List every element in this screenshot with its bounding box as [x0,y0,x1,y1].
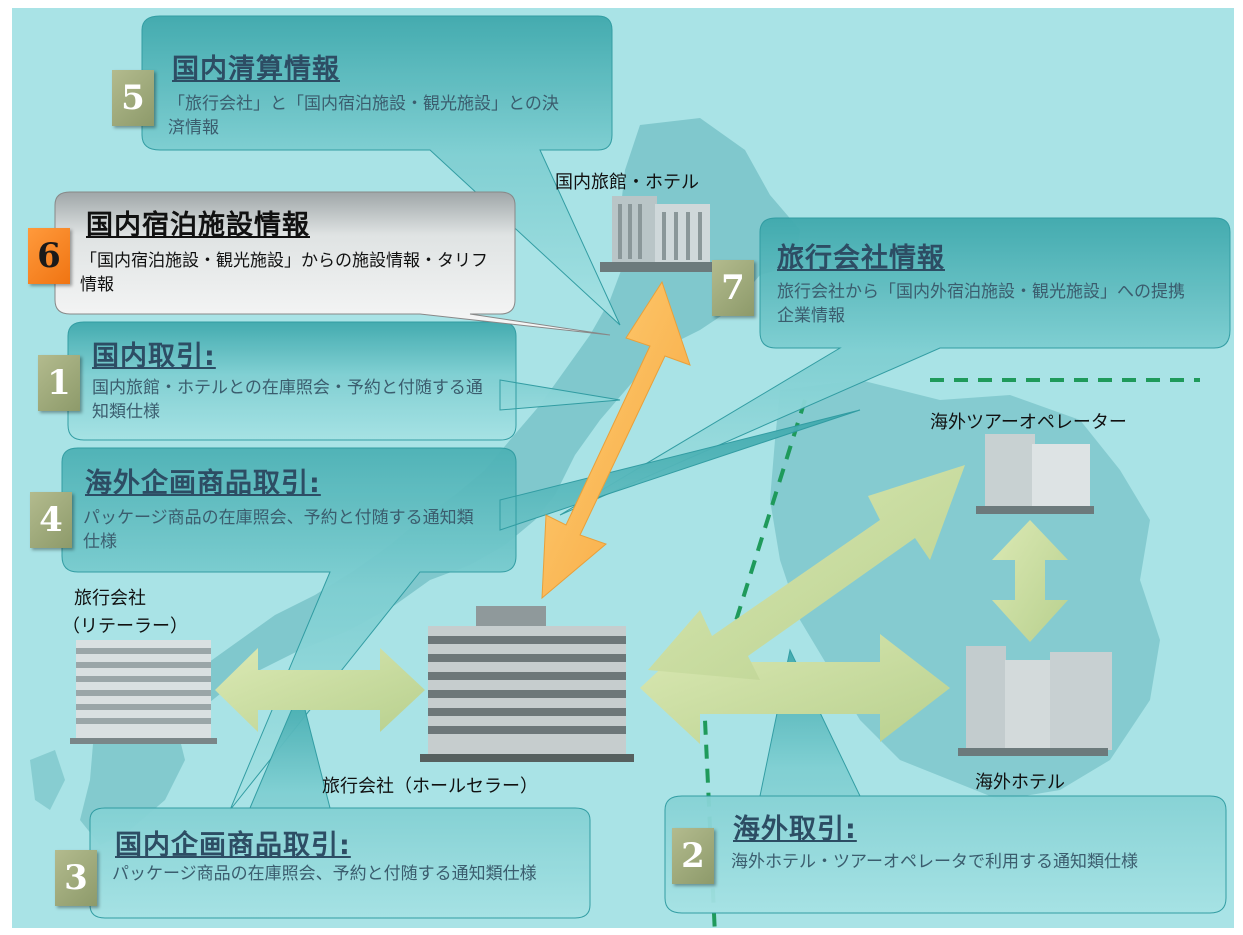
callout-2-number: 2 [672,828,714,884]
callout-6-bubble [54,191,611,336]
callout-1-number: 1 [38,355,80,411]
callout-5-title: 国内清算情報 [172,54,340,85]
callout-1-title: 国内取引: [92,341,216,372]
overseas-operator-label: 海外ツアーオペレーター [930,412,1127,433]
callout-3-desc: パッケージ商品の在庫照会、予約と付随する通知類仕様 [112,864,537,884]
retailer-label-line2: （リテーラー） [62,616,188,637]
callout-2-title: 海外取引: [733,814,857,845]
callout-5-desc: 「旅行会社」と「国内宿泊施設・観光施設」との決済情報 [168,94,559,138]
overseas-hotel-arrow [640,632,950,744]
callout-1-desc: 国内旅館・ホテルとの在庫照会・予約と付随する通知類仕様 [92,378,483,422]
callout-6-title: 国内宿泊施設情報 [86,210,310,241]
callout-7-number: 7 [712,260,754,316]
overseas-operator-building [976,434,1094,514]
retailer-wholesaler-arrow [215,648,425,732]
callout-4-desc: パッケージ商品の在庫照会、予約と付随する通知類仕様 [83,508,474,552]
callout-1-bubble [67,321,621,441]
callout-7-desc: 旅行会社から「国内外宿泊施設・観光施設」への提携企業情報 [777,282,1185,326]
overseas-boundary [702,378,1200,935]
retailer-building [70,640,217,744]
callout-4-number: 4 [30,492,72,548]
callout-5-bubble [141,15,621,326]
callout-5-number: 5 [112,70,154,126]
callout-7-title: 旅行会社情報 [777,243,945,274]
overseas-hotel-building [958,646,1112,756]
wholesaler-label: 旅行会社（ホールセラー） [322,776,538,797]
wholesaler-building [420,606,634,762]
callout-6-number: 6 [28,228,70,284]
callout-2-bubble [664,648,1227,914]
callout-2-desc: 海外ホテル・ツアーオペレータで利用する通知類仕様 [731,852,1138,872]
callout-3-title: 国内企画商品取引: [115,830,351,861]
overseas-operator-arrow [648,465,965,680]
overseas-hotel-label: 海外ホテル [975,772,1065,793]
callout-4-bubble [61,409,861,811]
domestic-arrow [541,280,691,600]
callout-3-bubble [89,688,591,919]
callout-3-number: 3 [55,850,97,906]
operator-hotel-arrow [992,520,1068,642]
domestic-hotel-building [600,196,712,272]
okinawa-map [30,750,65,810]
callout-4-title: 海外企画商品取引: [85,468,321,499]
callout-7-bubble [559,217,1231,516]
retailer-label-line1: 旅行会社 [74,588,146,609]
domestic-hotel-label: 国内旅館・ホテル [555,172,699,193]
callout-6-desc: 「国内宿泊施設・観光施設」からの施設情報・タリフ情報 [80,251,488,295]
